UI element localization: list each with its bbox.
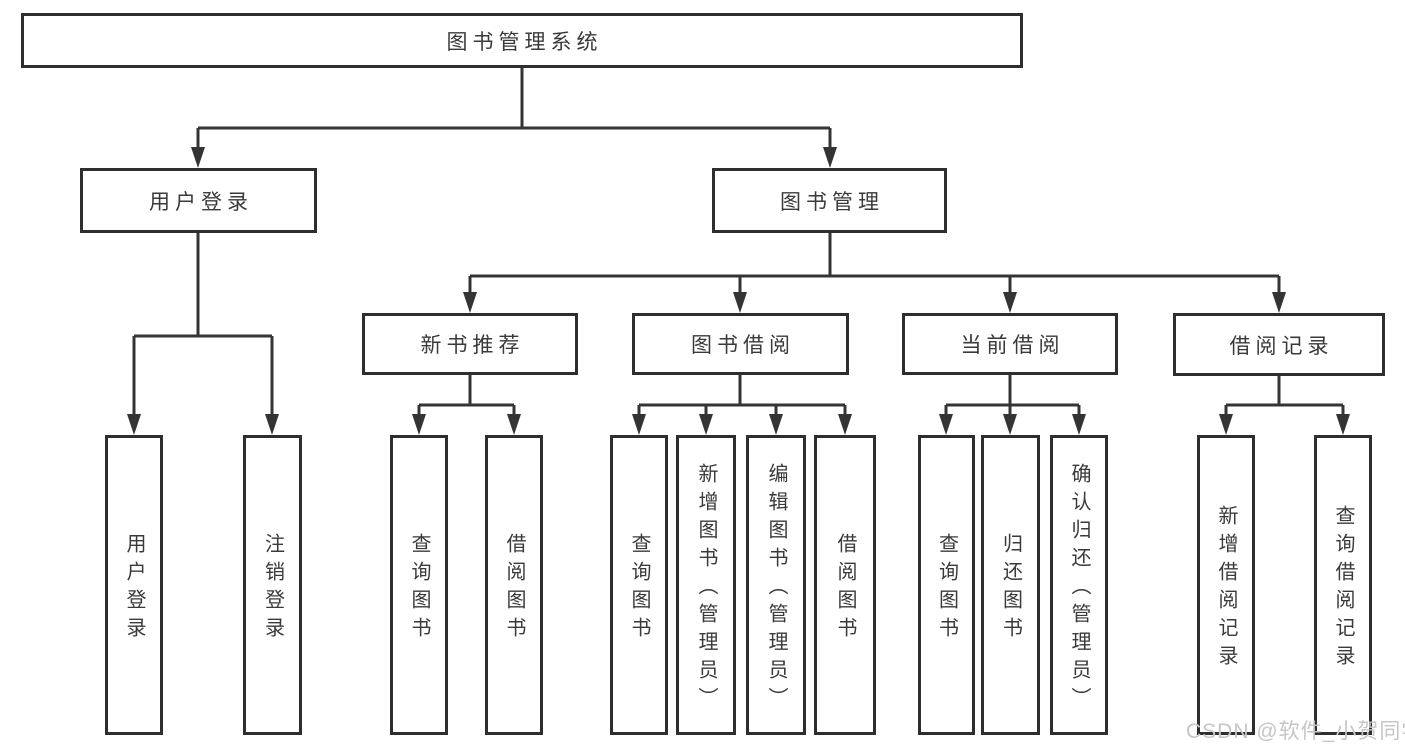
node-new-book-recommendation: 新书推荐 [362,313,578,375]
node-current-borrowing: 当前借阅 [902,313,1118,375]
node-borrowing-records: 借阅记录 [1173,313,1385,376]
leaf-query-book-under-current: 查询图书 [918,435,975,735]
node-label: 用户登录 [149,190,253,214]
leaf-add-borrow-record: 新增借阅记录 [1197,435,1255,735]
node-label: 借阅图书 [834,533,856,645]
node-label: 当前借阅 [960,334,1065,357]
node-label: 查询图书 [935,533,958,645]
node-label: 新增图书（管理员） [695,463,717,715]
node-root-system: 图书管理系统 [21,13,1023,68]
leaf-edit-book-admin: 编辑图书（管理员） [746,435,806,735]
node-user-login: 用户登录 [80,168,317,233]
node-label: 归还图书 [999,533,1022,645]
node-label: 用户登录 [123,533,145,645]
leaf-query-book-under-recommend: 查询图书 [390,435,448,735]
leaf-confirm-return-admin: 确认归还（管理员） [1050,435,1108,735]
node-book-borrowing: 图书借阅 [632,313,849,375]
node-label: 查询图书 [408,533,430,645]
node-label: 注销登录 [261,533,284,645]
leaf-user-login: 用户登录 [105,435,163,735]
leaf-add-book-admin: 新增图书（管理员） [676,435,736,735]
node-label: 查询借阅记录 [1332,505,1354,673]
leaf-query-borrow-record: 查询借阅记录 [1314,435,1372,735]
node-label: 借阅图书 [503,533,525,645]
node-label: 新增借阅记录 [1215,505,1237,673]
node-label: 编辑图书（管理员） [765,463,787,715]
leaf-borrow-book-under-borrowing: 借阅图书 [814,435,876,735]
leaf-query-book-under-borrowing: 查询图书 [610,435,668,735]
node-label: 图书管理 [780,190,884,214]
node-label: 借阅记录 [1229,334,1334,358]
node-label: 查询图书 [628,533,650,645]
leaf-logout: 注销登录 [243,435,302,735]
csdn-watermark: CSDN @软件_小贺同学 [1186,720,1405,743]
node-label: 图书管理系统 [446,30,603,54]
leaf-borrow-book-under-recommend: 借阅图书 [485,435,543,735]
node-label: 新书推荐 [420,334,525,357]
leaf-return-book: 归还图书 [981,435,1040,735]
node-label: 确认归还（管理员） [1068,463,1090,715]
node-label: 图书借阅 [691,334,795,357]
node-book-management: 图书管理 [712,168,947,233]
